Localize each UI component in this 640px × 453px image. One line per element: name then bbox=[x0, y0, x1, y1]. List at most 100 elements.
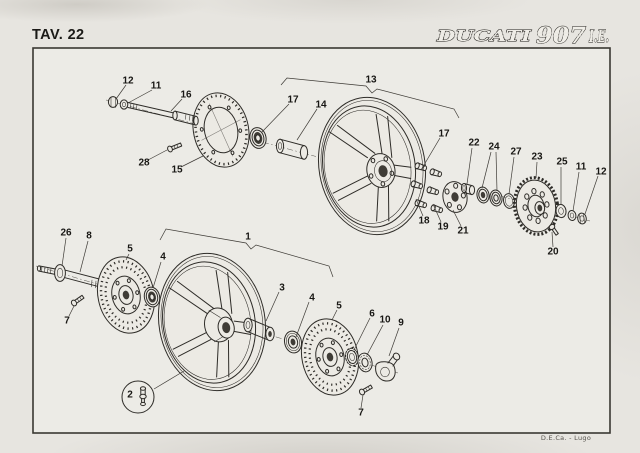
leader-line bbox=[152, 261, 162, 289]
part-number-12: 12 bbox=[595, 167, 607, 178]
front-axle bbox=[36, 264, 108, 290]
axle-flange-washer bbox=[54, 264, 66, 282]
rear-axle bbox=[107, 96, 199, 126]
leader-line bbox=[147, 149, 168, 161]
part-number-7: 7 bbox=[64, 316, 70, 327]
part-number-12: 12 bbox=[122, 76, 134, 87]
sprocket-bearing-a bbox=[476, 186, 490, 204]
leader-line bbox=[68, 305, 75, 317]
part-number-2: 2 bbox=[127, 390, 133, 401]
hub-spacer-tube bbox=[275, 138, 309, 160]
disc-bolt-front-right bbox=[358, 384, 373, 396]
leader-line bbox=[115, 84, 127, 100]
part-number-1: 1 bbox=[245, 232, 251, 243]
leader-line bbox=[180, 155, 204, 168]
spacer-sleeve bbox=[460, 183, 476, 196]
valve-cap bbox=[139, 386, 147, 391]
leader-line bbox=[366, 324, 384, 356]
lock-washer bbox=[567, 210, 577, 221]
leader-bracket bbox=[159, 228, 334, 278]
part-number-26: 26 bbox=[60, 228, 72, 239]
logo-stripes bbox=[437, 32, 607, 37]
speedo-drive-ring bbox=[344, 347, 360, 367]
part-number-14: 14 bbox=[315, 100, 327, 111]
front-wheel bbox=[157, 252, 267, 392]
leader-line bbox=[420, 137, 441, 171]
tire-valve-detail bbox=[121, 380, 155, 414]
logo-suffix-text: I.E. bbox=[588, 27, 609, 47]
printer-credit: D.E.Ca. - Lugo bbox=[540, 434, 592, 442]
leader-line bbox=[353, 317, 371, 351]
part-number-10: 10 bbox=[379, 315, 391, 326]
leader-line bbox=[61, 237, 67, 267]
leader-line bbox=[170, 98, 183, 112]
part-number-6: 6 bbox=[369, 309, 375, 320]
part-number-16: 16 bbox=[180, 90, 192, 101]
leader-line bbox=[125, 253, 130, 261]
part-number-5: 5 bbox=[336, 301, 342, 312]
leader-line bbox=[572, 171, 580, 212]
part-number-11: 11 bbox=[151, 81, 162, 92]
leader-line bbox=[481, 151, 492, 189]
wheel-spacer bbox=[243, 317, 275, 342]
leader-line bbox=[535, 161, 538, 179]
part-number-9: 9 bbox=[398, 318, 404, 329]
leader-line bbox=[388, 327, 400, 357]
leader-line bbox=[153, 370, 185, 390]
part-number-7: 7 bbox=[358, 408, 364, 419]
leader-line bbox=[452, 209, 462, 227]
speedo-drive-gear bbox=[357, 352, 373, 373]
front-wheel-bearing-left bbox=[143, 286, 161, 308]
part-number-3: 3 bbox=[279, 283, 285, 294]
rear-sprocket bbox=[512, 176, 560, 236]
part-number-24: 24 bbox=[488, 142, 500, 153]
circlip bbox=[503, 193, 515, 209]
part-number-13: 13 bbox=[365, 75, 377, 86]
leader-line bbox=[127, 89, 153, 104]
part-number-20: 20 bbox=[547, 247, 559, 258]
leader-line bbox=[415, 198, 424, 217]
leader-line bbox=[495, 151, 498, 192]
rear-brake-disc bbox=[192, 92, 250, 168]
part-number-8: 8 bbox=[86, 231, 92, 242]
front-wheel-bearing-right bbox=[283, 330, 303, 354]
leader-line bbox=[360, 394, 364, 409]
leader-line bbox=[261, 103, 290, 133]
part-number-27: 27 bbox=[510, 147, 522, 158]
leader-line bbox=[466, 147, 473, 185]
retaining-screw bbox=[548, 223, 559, 236]
leader-line bbox=[508, 156, 515, 195]
leader-line bbox=[79, 240, 89, 273]
disc-bolt-rear bbox=[167, 142, 183, 153]
part-number-23: 23 bbox=[531, 152, 543, 163]
leader-line bbox=[265, 291, 280, 322]
part-number-25: 25 bbox=[556, 157, 568, 168]
rear-hub-bearing bbox=[249, 127, 267, 149]
part-number-18: 18 bbox=[418, 216, 430, 227]
part-number-28: 28 bbox=[138, 158, 150, 169]
leader-line bbox=[296, 108, 318, 141]
brand-logo: DUCATI 907 I.E. bbox=[435, 23, 609, 50]
leader-bracket bbox=[280, 77, 460, 119]
sprocket-bearing-b bbox=[489, 189, 503, 207]
part-number-17: 17 bbox=[287, 95, 299, 106]
part-number-17: 17 bbox=[438, 129, 450, 140]
part-number-21: 21 bbox=[457, 226, 469, 237]
frame-border bbox=[32, 47, 611, 434]
rear-wheel bbox=[317, 96, 427, 236]
leader-line bbox=[584, 175, 599, 215]
leader-line bbox=[295, 301, 310, 338]
leader-line bbox=[331, 309, 338, 321]
part-number-22: 22 bbox=[468, 138, 480, 149]
leader-line bbox=[551, 231, 554, 248]
part-number-19: 19 bbox=[437, 222, 449, 233]
part-number-4: 4 bbox=[160, 252, 166, 263]
sprocket-washer bbox=[555, 203, 567, 219]
speedometer-drive bbox=[375, 352, 401, 382]
plate-number-label: TAV. 22 bbox=[32, 27, 85, 43]
part-number-11: 11 bbox=[576, 162, 587, 173]
part-number-4: 4 bbox=[309, 293, 315, 304]
